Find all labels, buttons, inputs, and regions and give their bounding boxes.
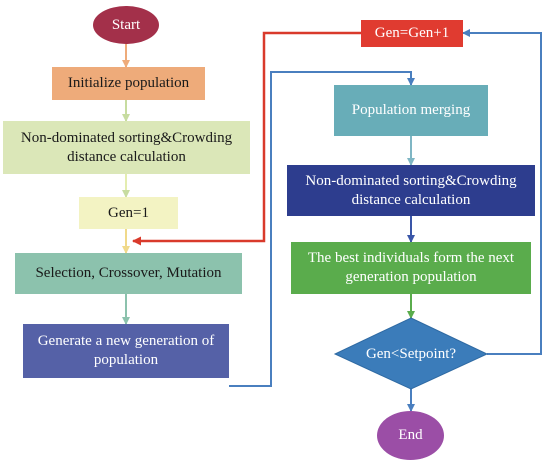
selection-crossover-mutation-box: Selection, Crossover, Mutation xyxy=(15,253,242,294)
arrow-decision-loop-to-geninc xyxy=(462,29,542,355)
decision-label: Gen<Setpoint? xyxy=(365,345,457,362)
gen-init-box: Gen=1 xyxy=(79,197,178,229)
nds-crowding-box-1: Non-dominated sorting&Crowding distance … xyxy=(3,121,250,174)
new-generation-box: Generate a new generation of population xyxy=(23,324,229,378)
end-node: End xyxy=(377,411,444,460)
decision-diamond-shape xyxy=(333,317,489,390)
gen-increment-box: Gen=Gen+1 xyxy=(361,20,463,47)
best-individuals-box: The best individuals form the next gener… xyxy=(291,242,531,294)
initialize-population-box: Initialize population xyxy=(52,67,205,100)
start-node: Start xyxy=(93,6,159,44)
arrow-newgen-to-merge xyxy=(229,71,415,387)
arrow-geninc-to-selection xyxy=(132,31,361,246)
population-merging-box: Population merging xyxy=(334,85,488,136)
nds-crowding-box-2: Non-dominated sorting&Crowding distance … xyxy=(287,165,535,216)
